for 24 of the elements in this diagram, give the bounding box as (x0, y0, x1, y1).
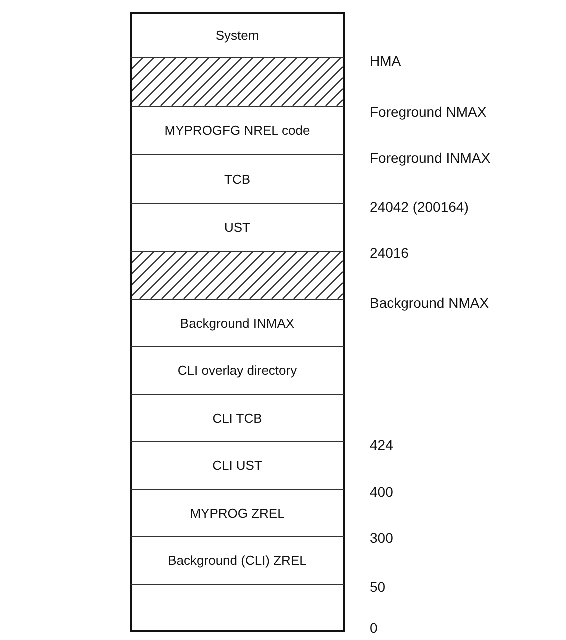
memory-segment: Background (CLI) ZREL (130, 537, 345, 585)
address-label: Foreground NMAX (370, 104, 487, 120)
address-label: 50 (370, 579, 386, 595)
memory-segment: MYPROG ZREL (130, 490, 345, 537)
address-label: Foreground INMAX (370, 150, 491, 166)
memory-segment: System (130, 12, 345, 58)
address-label: 424 (370, 437, 394, 453)
memory-segment: Background INMAX (130, 300, 345, 347)
address-label: 0 (370, 620, 378, 636)
address-label: 400 (370, 484, 394, 500)
address-label: HMA (370, 53, 402, 69)
memory-segment: MYPROGFG NREL code (130, 107, 345, 155)
address-label: 24016 (370, 245, 409, 261)
hatched-segment (130, 252, 345, 300)
empty-segment (130, 585, 345, 632)
memory-segment: CLI overlay directory (130, 347, 345, 395)
memory-segment: CLI TCB (130, 395, 345, 442)
memory-segment: CLI UST (130, 442, 345, 490)
memory-segment: TCB (130, 155, 345, 204)
memory-segment: UST (130, 204, 345, 252)
hatched-segment (130, 58, 345, 107)
address-label: 300 (370, 530, 394, 546)
address-label: Background NMAX (370, 295, 490, 311)
address-label: 24042 (200164) (370, 199, 469, 215)
